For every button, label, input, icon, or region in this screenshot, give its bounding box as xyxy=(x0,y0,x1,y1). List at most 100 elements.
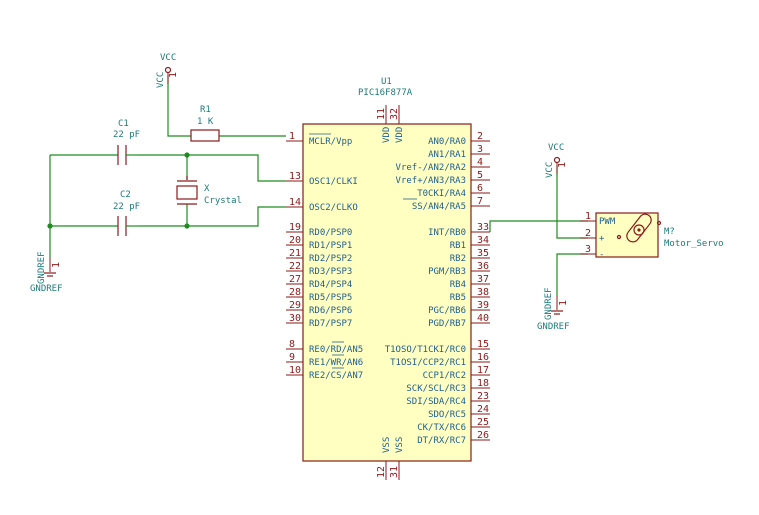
ic-body xyxy=(302,123,472,462)
pin-name: OSC1/CLKI xyxy=(309,177,358,187)
pin-number: 28 xyxy=(289,287,301,298)
pin-name: Vref-/AN2/RA2 xyxy=(396,163,466,173)
pin-number: 19 xyxy=(289,222,301,233)
pin-name: RD1/PSP1 xyxy=(309,241,352,251)
pin-name: T0CKI/RA4 xyxy=(417,189,466,199)
pin-name: VSS xyxy=(382,437,392,453)
pin-number: 12 xyxy=(376,466,387,478)
servo-pin[interactable]: 3- xyxy=(580,244,604,260)
c1-value: 22 pF xyxy=(113,130,140,140)
pin-number: 31 xyxy=(389,466,400,478)
capacitor-c1[interactable]: C1 22 pF xyxy=(113,119,140,165)
pin-number: 4 xyxy=(477,157,483,168)
pin-number: 39 xyxy=(477,300,489,311)
capacitor-c2[interactable]: C2 22 pF xyxy=(113,190,140,236)
crystal-x1[interactable]: X Crystal xyxy=(176,176,242,206)
resistor-r1[interactable]: R1 1 K xyxy=(190,105,220,142)
pin-number: 40 xyxy=(477,313,489,324)
gnd-rotated-label: GNDREF xyxy=(37,251,47,284)
pin-name: CCP1/RC2 xyxy=(423,371,466,381)
ic-pin-bottom[interactable]: 31 VSS xyxy=(389,437,405,480)
vcc-symbol-servo: VCC VCC 1 xyxy=(545,143,568,178)
pin-name: PWM xyxy=(599,217,616,227)
pin-name: RB4 xyxy=(450,280,466,290)
gnd-symbol-left: GNDREF 1 GNDREF xyxy=(30,251,63,294)
gnd-pin-number: 1 xyxy=(558,300,569,306)
pin-number: 29 xyxy=(289,300,301,311)
pin-number: 34 xyxy=(477,235,489,246)
pin-name: VSS xyxy=(395,437,405,453)
pin-name: RE0/RD/AN5 xyxy=(309,345,363,355)
pin-number: 27 xyxy=(289,274,301,285)
pin-number: 8 xyxy=(289,339,295,350)
pin-name: VDD xyxy=(382,127,392,143)
pin-number: 21 xyxy=(289,248,301,259)
pin-name: AN0/RA0 xyxy=(428,137,466,147)
pin-number: 22 xyxy=(289,261,301,272)
pin-name: T1OSI/CCP2/RC1 xyxy=(390,358,466,368)
wires xyxy=(49,75,588,295)
pin-number: 23 xyxy=(477,391,489,402)
ic-pin-right[interactable]: 7SS/AN4/RA5 xyxy=(412,196,490,212)
pin-name: RD3/PSP3 xyxy=(309,267,352,277)
pin-name: PGM/RB3 xyxy=(428,267,466,277)
pin-number: 15 xyxy=(477,339,489,350)
pin-name: OSC2/CLKO xyxy=(309,203,358,213)
gnd-rotated-label: GNDREF xyxy=(544,287,554,320)
pin-name: RE2/CS/AN7 xyxy=(309,371,363,381)
pin-name: AN1/RA1 xyxy=(428,150,466,160)
pin-number: 1 xyxy=(585,211,591,222)
pin-number: 3 xyxy=(585,244,591,255)
ic-pin-bottom[interactable]: 12 VSS xyxy=(376,437,392,480)
servo-pin[interactable]: 2+ xyxy=(580,228,605,244)
junctions xyxy=(47,152,190,229)
vcc-rotated-label: VCC xyxy=(156,72,166,88)
ic-value: PIC16F877A xyxy=(358,88,413,98)
pin-number: 24 xyxy=(477,404,489,415)
pin-name: RD2/PSP2 xyxy=(309,254,352,264)
pin-number: 11 xyxy=(376,108,387,120)
pin-number: 9 xyxy=(289,352,295,363)
pin-number: 25 xyxy=(477,417,489,428)
